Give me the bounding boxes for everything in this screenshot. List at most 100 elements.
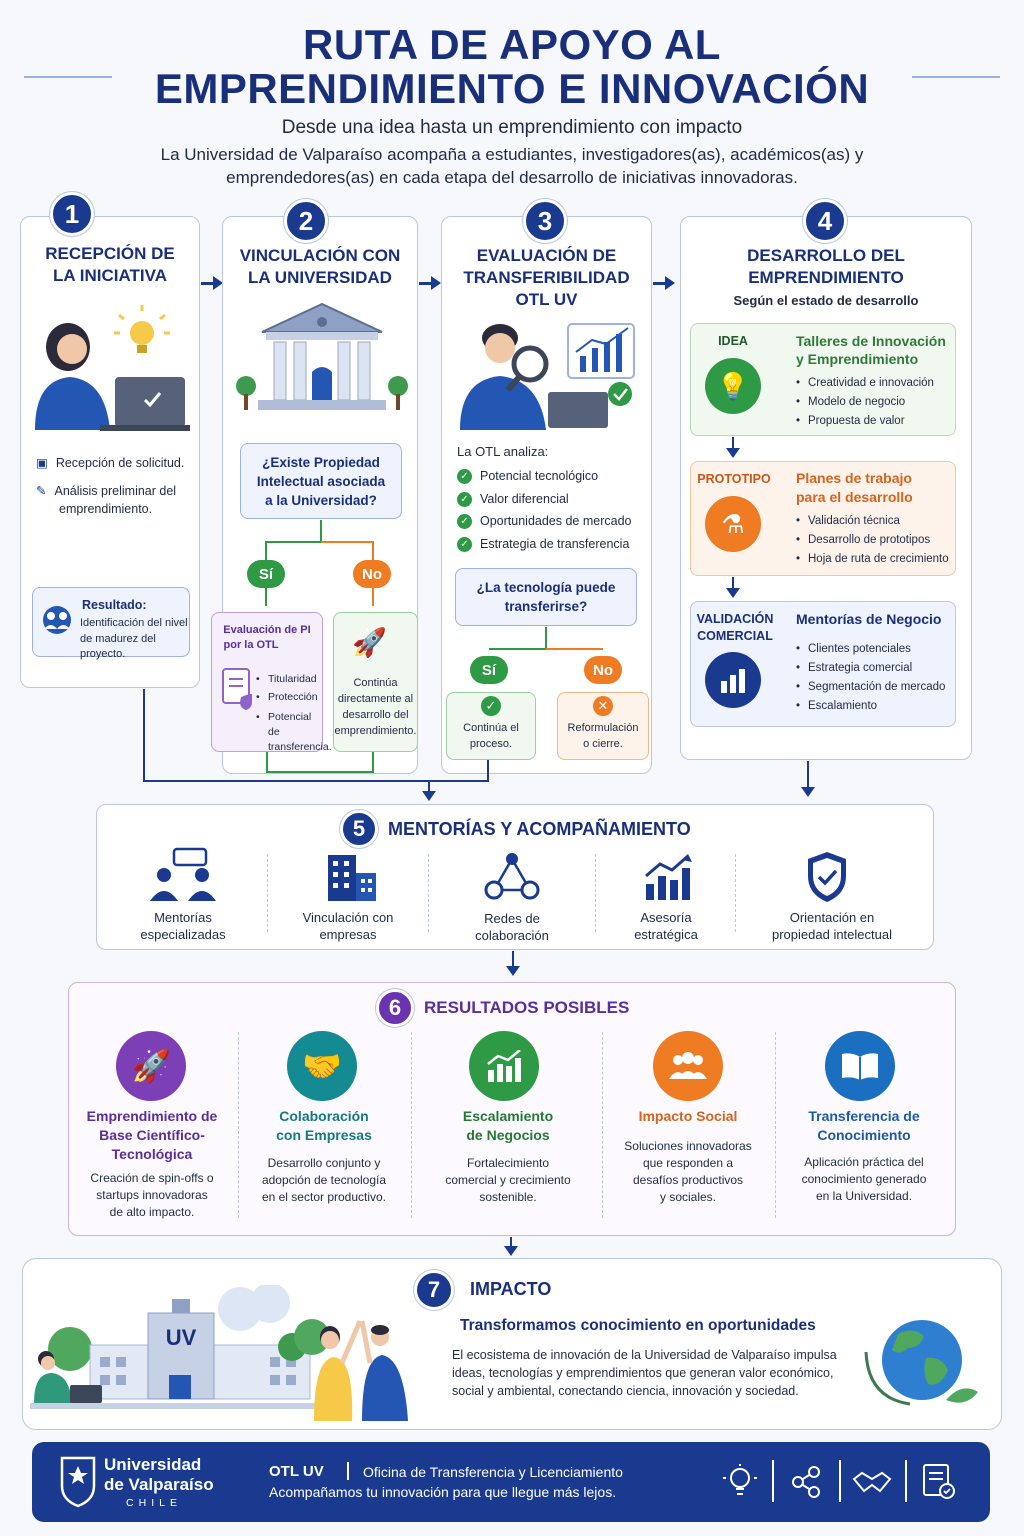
result-desc-line3: desafíos productivos <box>632 1173 744 1187</box>
step1-item2: ✎Análisis preliminar del <box>36 482 196 500</box>
step2-branch-right-down <box>372 541 374 561</box>
step2-no-line <box>372 588 374 606</box>
step1-result-box <box>32 587 190 657</box>
connector-step3-down <box>487 760 489 781</box>
step7-headline: Transformamos conocimiento en oportunida… <box>460 1317 816 1334</box>
step2-number: 2 <box>284 199 328 243</box>
edit-icon: ✎ <box>36 484 47 498</box>
step3-check-item: ✓Potencial tecnológico <box>457 467 598 485</box>
stage-prototype-item: Desarrollo de prototipos <box>796 531 949 550</box>
step5-item-line2: empresas <box>319 927 377 942</box>
step4-subtitle: Según el estado de desarrollo <box>733 293 919 308</box>
footer-otl: OTL UV <box>269 1463 324 1480</box>
stage-prototype-title-line2: para el desarrollo <box>796 489 913 505</box>
step7-title: IMPACTO <box>470 1279 552 1299</box>
connector-bottom <box>143 780 489 782</box>
step1-result-label: Resultado: <box>82 598 147 612</box>
step3-yes-badge: Sí <box>470 656 508 684</box>
footer-separator <box>347 1462 349 1480</box>
result-title-line2: Conocimiento <box>817 1127 911 1143</box>
arrow-5-6-head <box>506 966 520 976</box>
check-icon: ✓ <box>457 514 472 530</box>
inbox-icon: ▣ <box>36 456 48 470</box>
result-desc-line3: en el sector productivo. <box>261 1190 387 1204</box>
step5-item-line2: especializadas <box>140 927 226 942</box>
arrow-5-6-line <box>512 951 514 967</box>
step5-divider <box>735 854 736 932</box>
stage-idea-title-line2: y Emprendimiento <box>796 351 919 367</box>
step7-number: 7 <box>414 1270 454 1310</box>
step3-analyzes: La OTL analiza: <box>457 444 549 459</box>
check-icon: ✓ <box>457 537 472 553</box>
stage-idea-title-line1: Talleres de Innovación <box>796 333 946 349</box>
result-title-line2: con Empresas <box>276 1127 372 1143</box>
stage-idea-item: Creatividad e innovación <box>796 374 934 393</box>
step3-question-line1: ¿La tecnología puede <box>476 580 616 595</box>
rocket-icon: 🚀 <box>352 627 387 658</box>
step2-yes-item: Potencial de transferencia. <box>256 710 332 755</box>
arrow-3-4-line <box>653 282 667 285</box>
step1-item2-text-line2: emprendimiento. <box>59 502 153 516</box>
growth-chart-icon <box>469 1031 539 1101</box>
connector-step1-down <box>143 689 145 781</box>
footer-logo-line2: de Valparaíso <box>104 1475 214 1494</box>
step2-no-box-line3: desarrollo del <box>342 709 409 721</box>
step3-check-text: Oportunidades de mercado <box>480 514 632 528</box>
arrow-proto-val-head <box>726 588 740 598</box>
step3-card <box>441 216 652 774</box>
step5-number: 5 <box>340 810 378 848</box>
lightbulb-icon: 💡 <box>705 358 761 414</box>
certificate-icon <box>921 1463 957 1501</box>
footer-bar <box>32 1442 990 1522</box>
building-icon <box>322 851 378 903</box>
footer-tagline: Acompañamos tu innovación para que llegu… <box>269 1484 617 1500</box>
step4-title-line1: DESARROLLO DEL <box>747 246 905 265</box>
stage-idea-item: Modelo de negocio <box>796 393 934 412</box>
step5-divider <box>267 854 268 932</box>
result-desc-line1: Aplicación práctica del <box>804 1155 924 1169</box>
arrow-1-2-head <box>213 276 223 290</box>
step5-divider <box>428 854 429 932</box>
arrow-6-7-head <box>504 1246 518 1256</box>
connector-to-step5 <box>428 780 430 792</box>
check-icon: ✓ <box>457 469 472 485</box>
step6-card <box>68 982 956 1236</box>
stage-prototype-item: Validación técnica <box>796 512 949 531</box>
step2-no-box-line4: emprendimiento. <box>334 725 417 737</box>
analyst-magnifier-illustration <box>460 323 635 430</box>
intro-line2: emprendedores(as) en cada etapa del desa… <box>226 168 798 187</box>
step6-divider <box>602 1032 603 1218</box>
stage-validation-title: Mentorías de Negocio <box>796 611 942 627</box>
step2-yes-list: Titularidad Protección Potencial de tran… <box>256 670 332 755</box>
page-title-line2: EMPRENDIMIENTO E INNOVACIÓN <box>154 65 870 112</box>
check-icon: ✓ <box>457 492 472 508</box>
step2-no-box-line2: directamente al <box>337 693 414 705</box>
step3-branch-left <box>489 648 547 650</box>
page-title-line1: RUTA DE APOYO AL <box>303 21 721 68</box>
document-shield-icon <box>222 668 252 710</box>
stage-validation-item: Escalamiento <box>796 697 945 716</box>
result-title-line1: Colaboración <box>279 1108 369 1124</box>
flask-icon: ⚗ <box>705 496 761 552</box>
step6-divider <box>775 1032 776 1218</box>
step2-question-line3: a la Universidad? <box>265 492 377 508</box>
step3-no-line2: o cierre. <box>583 738 623 750</box>
step3-title-line2: TRANSFERIBILIDAD <box>463 268 630 287</box>
step5-title: MENTORÍAS Y ACOMPAÑAMIENTO <box>388 819 691 839</box>
step2-no-badge: No <box>353 560 391 588</box>
step2-merge-bottom <box>266 771 374 773</box>
stage-idea-label: IDEA <box>718 334 748 348</box>
stage-validation-item: Segmentación de mercado <box>796 678 945 697</box>
step1-number: 1 <box>50 192 94 236</box>
step3-check-text: Valor diferencial <box>480 492 569 506</box>
arrow-6-7-line <box>510 1237 512 1247</box>
lightbulb-icon <box>720 1463 760 1501</box>
result-desc-line3: en la Universidad. <box>815 1189 913 1203</box>
step7-body-line1: El ecosistema de innovación de la Univer… <box>452 1348 837 1362</box>
step2-yes-box-title-line1: Evaluación de PI <box>223 624 311 636</box>
step3-no-badge: No <box>584 656 622 684</box>
step6-divider <box>238 1032 239 1218</box>
step2-merge-right <box>372 752 374 772</box>
step3-yes-line2: proceso. <box>469 738 513 750</box>
step3-no-line1: Reformulación <box>567 722 639 734</box>
